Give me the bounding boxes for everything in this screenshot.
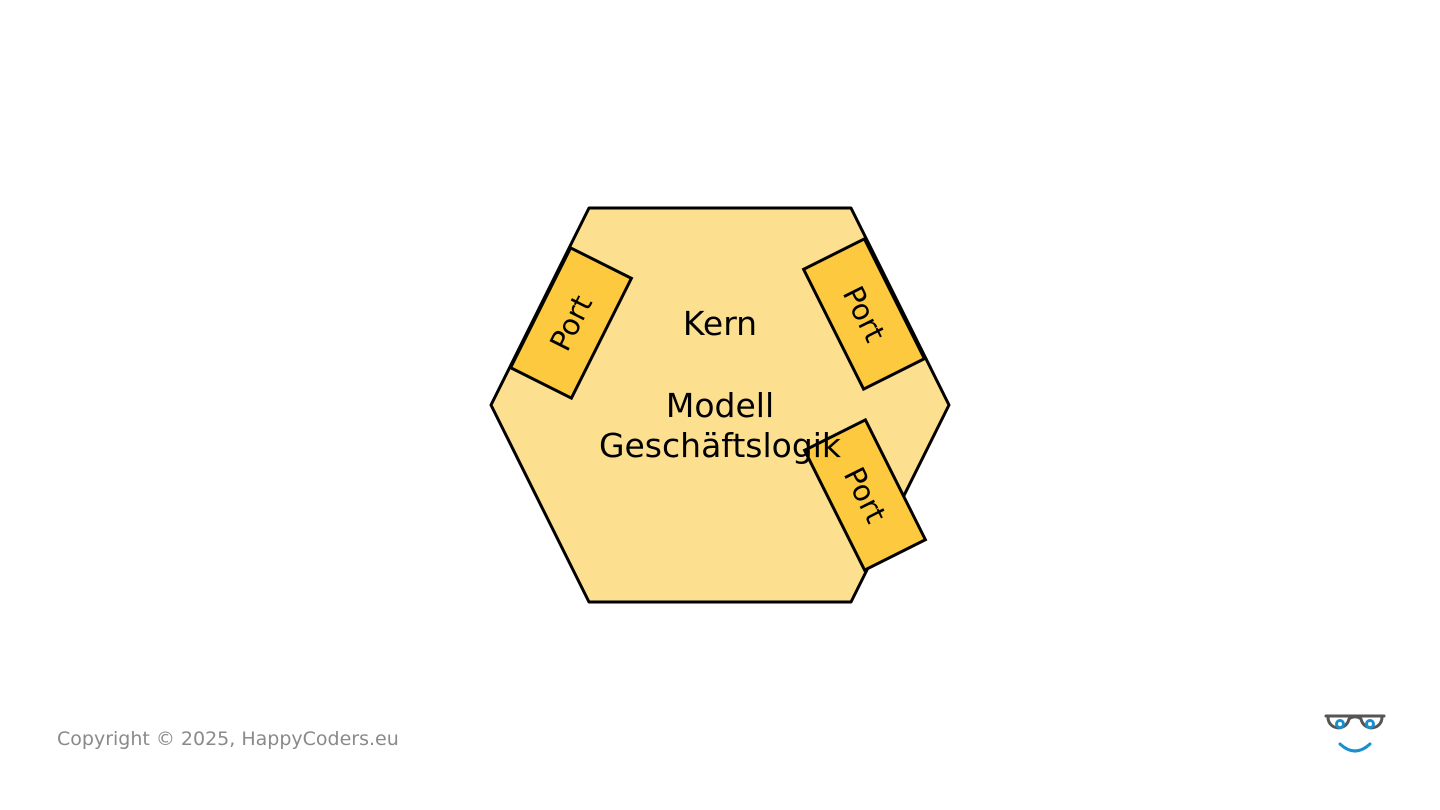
port-box — [801, 236, 927, 392]
port-lower-right: Port — [802, 417, 928, 573]
core-title: Kern — [683, 304, 757, 343]
core-business-logic-label: Geschäftslogik — [599, 426, 842, 465]
port-upper-right: Port — [801, 236, 927, 392]
core-model-label: Modell — [666, 386, 774, 425]
port-box — [508, 245, 634, 401]
port-upper-left: Port — [508, 245, 634, 401]
copyright-text: Copyright © 2025, HappyCoders.eu — [57, 728, 399, 750]
port-box — [802, 417, 928, 573]
glasses-smiley-logo-icon — [1324, 714, 1386, 753]
